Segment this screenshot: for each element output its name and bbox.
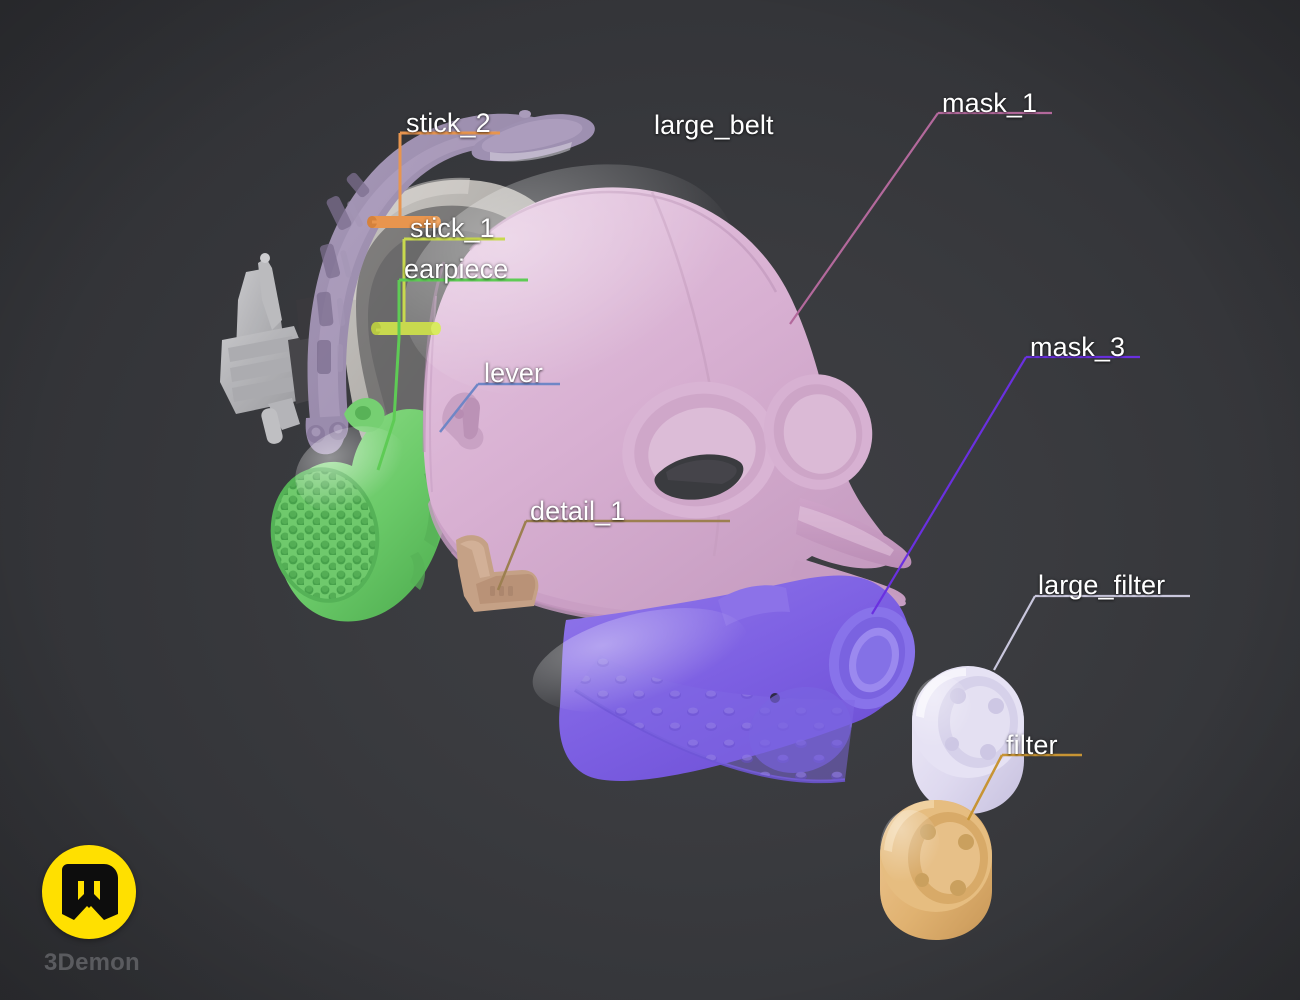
annotation-label-detail_1[interactable]: detail_1 [530,496,626,526]
brand-wordmark: 3Demon [44,949,140,976]
3demon-logo-circle[interactable] [42,845,136,939]
3demon-m-logo-icon [62,864,118,920]
part-filter [880,800,992,940]
part-mask-3 [532,575,916,784]
annotation-label-mask_1[interactable]: mask_1 [942,88,1038,118]
annotation-label-large_belt[interactable]: large_belt [654,110,774,140]
annotation-label-stick_1[interactable]: stick_1 [410,213,495,243]
annotation-label-mask_3[interactable]: mask_3 [1030,332,1126,362]
annotation-label-large_filter[interactable]: large_filter [1038,570,1166,600]
annotation-label-earpiece[interactable]: earpiece [404,254,509,284]
brand-logo-block[interactable]: 3Demon [42,845,140,977]
annotation-label-filter[interactable]: filter [1006,730,1058,760]
annotation-label-lever[interactable]: lever [484,358,544,388]
part-earpiece [268,398,456,622]
annotation-label-stick_2[interactable]: stick_2 [406,108,491,138]
part-stick-1 [371,322,441,335]
